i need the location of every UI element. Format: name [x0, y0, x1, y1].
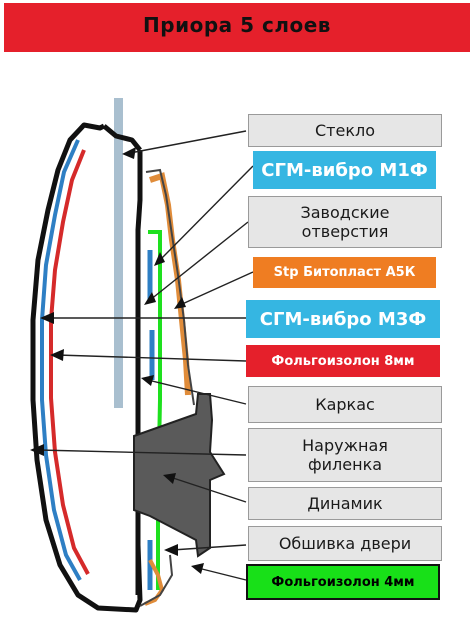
diagram-title: Приора 5 слоев	[143, 13, 331, 37]
glass-pane	[114, 98, 123, 408]
label-outer-panel: Наружная филенка	[248, 428, 442, 482]
red-foil-layer	[49, 149, 90, 575]
blue-vibro-layer	[40, 139, 82, 581]
outer-door-skin	[30, 122, 143, 613]
label-speaker: Динамик	[248, 487, 442, 520]
speaker-body	[133, 393, 226, 558]
label-foil-4mm: Фольгоизолон 4мм	[246, 564, 440, 600]
label-glass: Стекло	[248, 114, 442, 147]
label-sgm-m3f: СГМ-вибро М3Ф	[246, 300, 440, 338]
door-trim-bottom	[139, 554, 174, 607]
door-trim-outline	[145, 168, 195, 406]
arrowheads	[30, 147, 204, 574]
label-sgm-m1f: СГМ-вибро М1Ф	[253, 151, 436, 189]
label-frame: Каркас	[248, 386, 442, 423]
label-door-trim: Обшивка двери	[248, 526, 442, 561]
label-foil-8mm: Фольгоизолон 8мм	[246, 345, 440, 377]
green-layer	[148, 230, 162, 590]
title-banner: Приора 5 слоев	[4, 3, 470, 52]
inner-frame-top	[102, 124, 142, 152]
label-stp-bitoplast: Stp Битопласт А5К	[253, 257, 436, 288]
leader-lines	[37, 130, 254, 581]
label-factory-holes: Заводские отверстия	[248, 196, 442, 248]
inner-frame	[135, 150, 143, 595]
